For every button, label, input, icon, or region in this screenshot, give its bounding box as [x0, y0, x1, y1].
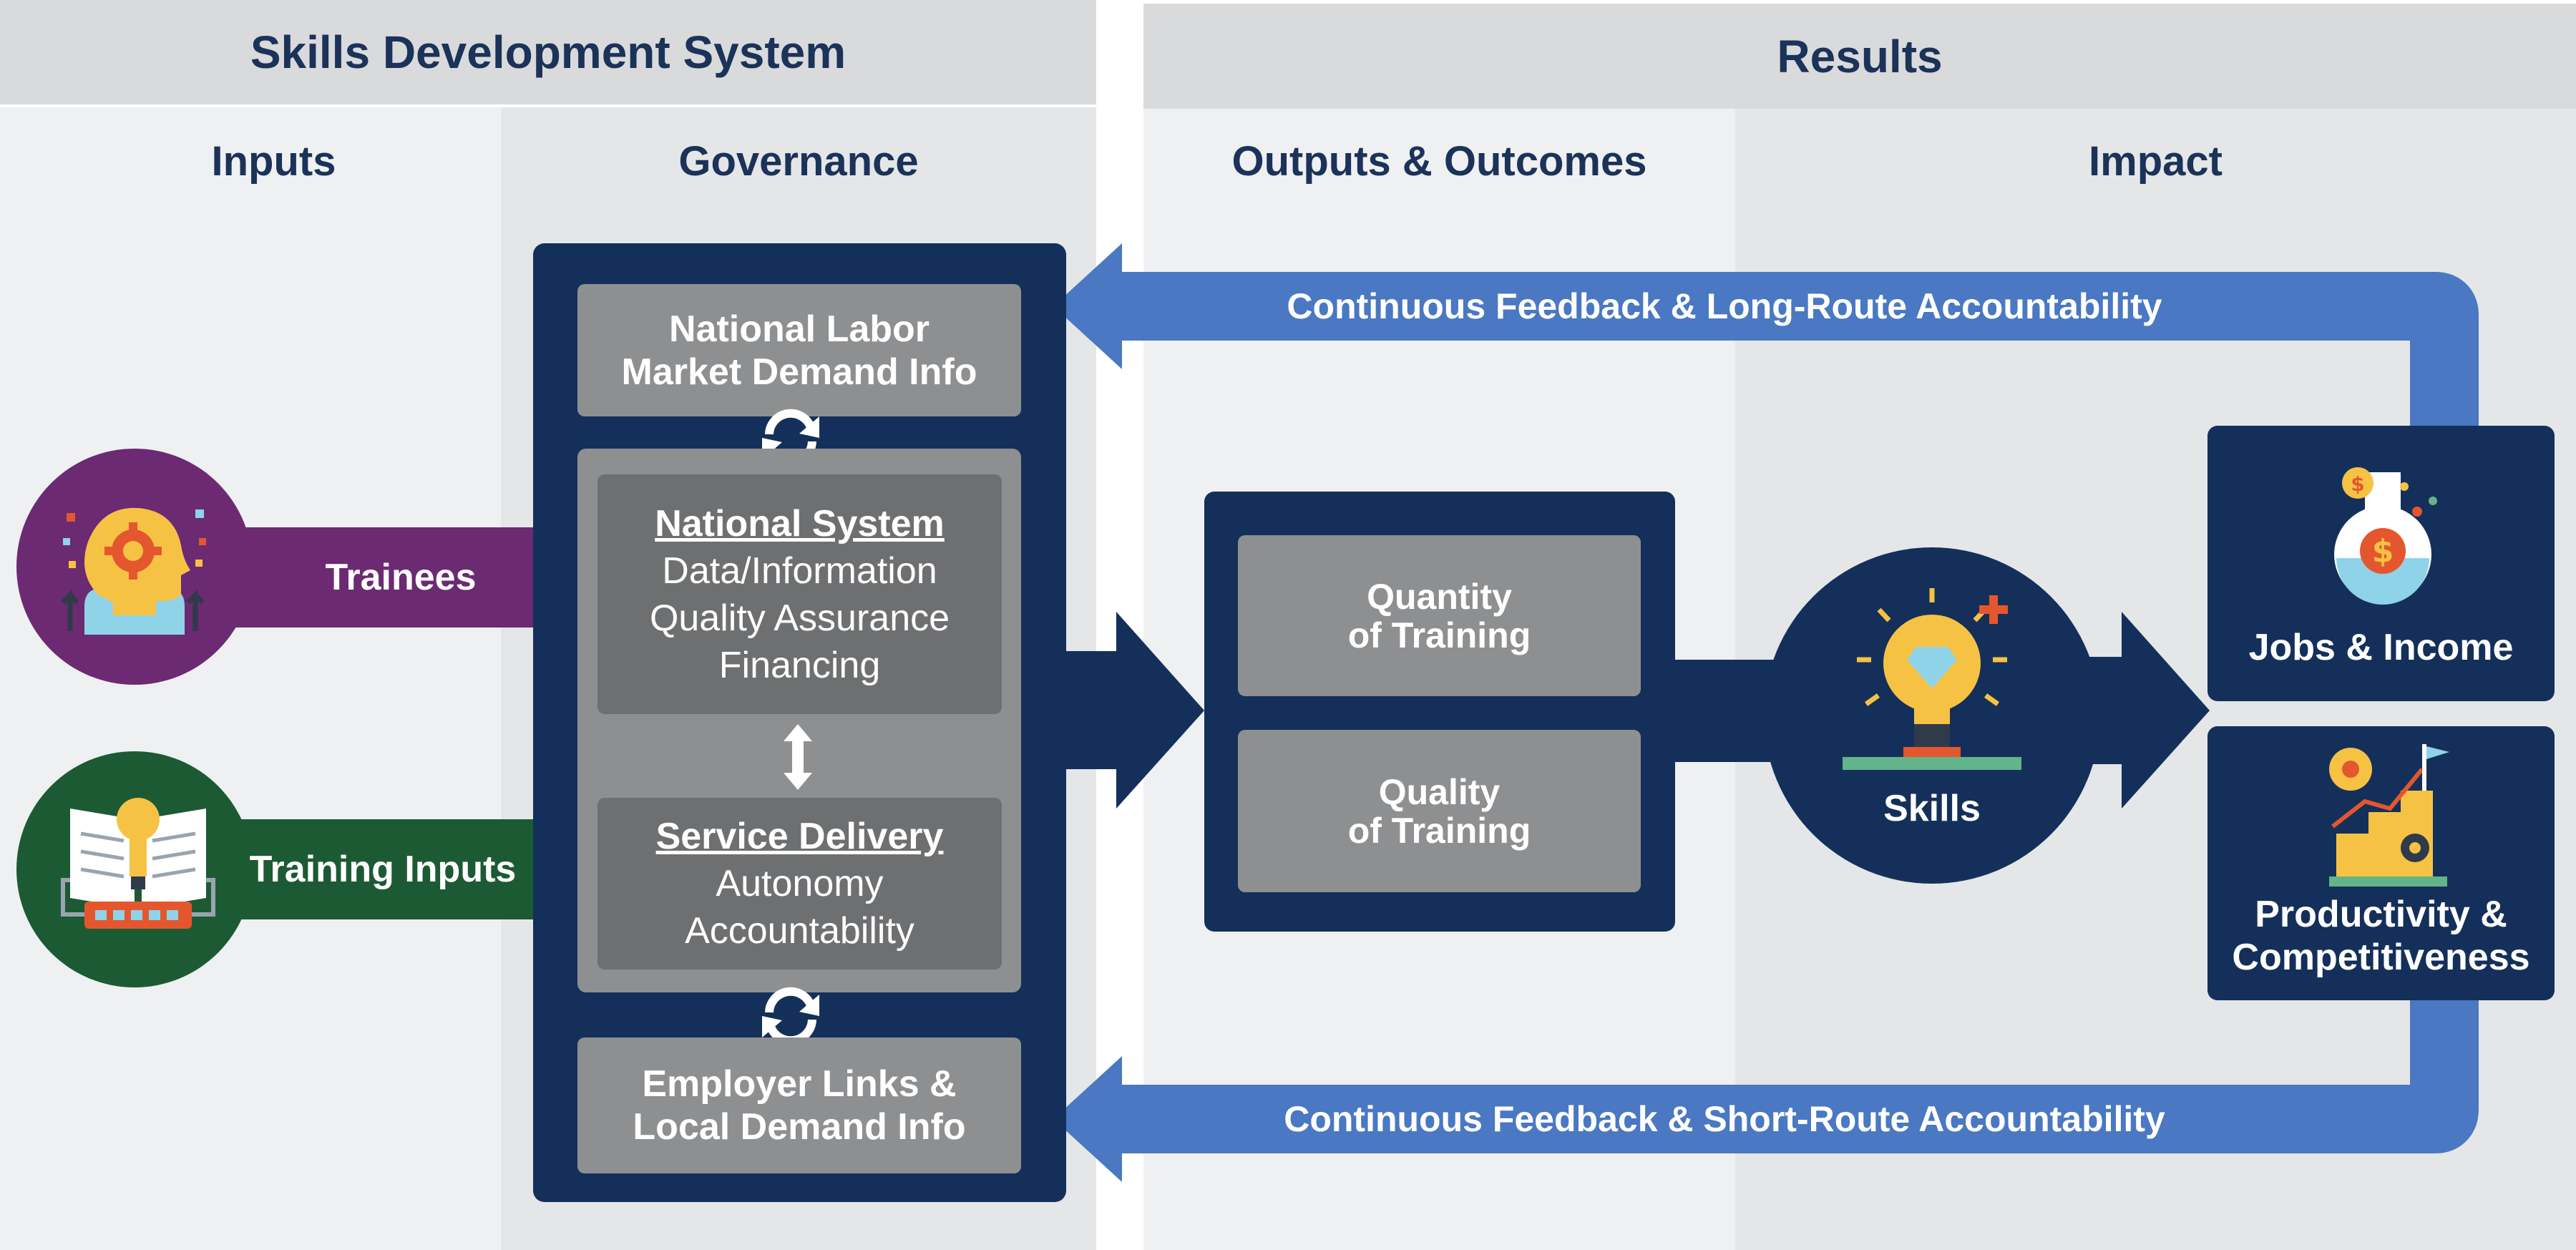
labor-market-line-2: Market Demand Info	[621, 351, 977, 393]
double-arrow-icon	[784, 724, 812, 790]
service-delivery-heading: Service Delivery	[655, 816, 944, 857]
quality-line-1: Quality	[1378, 771, 1501, 812]
growth-stairs-icon	[2329, 744, 2449, 887]
labor-market-demand-box: National Labor Market Demand Info	[577, 284, 1021, 416]
long-route-arrowhead	[1053, 243, 1122, 369]
quantity-line-1: Quantity	[1367, 576, 1512, 617]
results-title: Results	[1777, 30, 1943, 82]
quality-of-training-box: Quality of Training	[1238, 730, 1641, 892]
training-inputs-label: Training Inputs	[249, 849, 517, 890]
inputs-column-bg	[0, 107, 501, 1250]
quantity-of-training-box: Quantity of Training	[1238, 535, 1641, 696]
national-system-item: Quality Assurance	[649, 597, 950, 639]
money-flask-icon: $ $	[2334, 467, 2437, 605]
employer-links-line-1: Employer Links &	[642, 1063, 957, 1105]
results-header: Results	[1143, 4, 2576, 109]
book-bulb-icon	[61, 798, 215, 929]
quantity-line-2: of Training	[1347, 615, 1531, 655]
short-route-arrowhead	[1053, 1056, 1122, 1182]
productivity-line-2: Competitiveness	[2232, 937, 2530, 978]
national-system-heading: National System	[655, 502, 945, 545]
skills-system-header: Skills Development System	[0, 0, 1096, 104]
service-delivery-box: Service Delivery Autonomy Accountability	[597, 798, 1002, 970]
outputs-heading: Outputs & Outcomes	[1231, 137, 1647, 185]
trainees-label: Trainees	[325, 557, 477, 598]
long-route-feedback-label: Continuous Feedback & Long-Route Account…	[1287, 286, 2162, 326]
bulb-diamond-icon	[1843, 588, 2021, 770]
short-route-feedback-label: Continuous Feedback & Short-Route Accoun…	[1284, 1099, 2165, 1139]
impact-heading: Impact	[2089, 137, 2223, 185]
skills-system-title: Skills Development System	[250, 26, 847, 78]
long-route-feedback-band	[1116, 272, 2479, 426]
employer-links-line-2: Local Demand Info	[633, 1106, 966, 1148]
quality-line-2: of Training	[1347, 810, 1531, 851]
national-system-box: National System Data/Information Quality…	[597, 474, 1002, 714]
service-delivery-item: Autonomy	[716, 863, 884, 904]
short-route-feedback-band	[1116, 998, 2479, 1153]
governance-to-outputs-arrow	[1059, 612, 1204, 809]
national-system-item: Financing	[718, 644, 881, 686]
head-gear-icon	[61, 507, 206, 635]
skills-label: Skills	[1883, 788, 1981, 829]
employer-links-box: Employer Links & Local Demand Info	[577, 1037, 1021, 1173]
service-delivery-item: Accountability	[685, 910, 914, 952]
governance-heading: Governance	[678, 137, 919, 185]
jobs-income-label: Jobs & Income	[2248, 627, 2514, 668]
labor-market-line-1: National Labor	[668, 308, 930, 350]
inputs-heading: Inputs	[211, 137, 336, 185]
productivity-line-1: Productivity &	[2255, 894, 2507, 935]
national-system-item: Data/Information	[662, 550, 937, 592]
svg-text:$: $	[2372, 533, 2394, 570]
skills-to-impact-arrow	[2089, 612, 2210, 809]
svg-text:$: $	[2351, 472, 2364, 496]
